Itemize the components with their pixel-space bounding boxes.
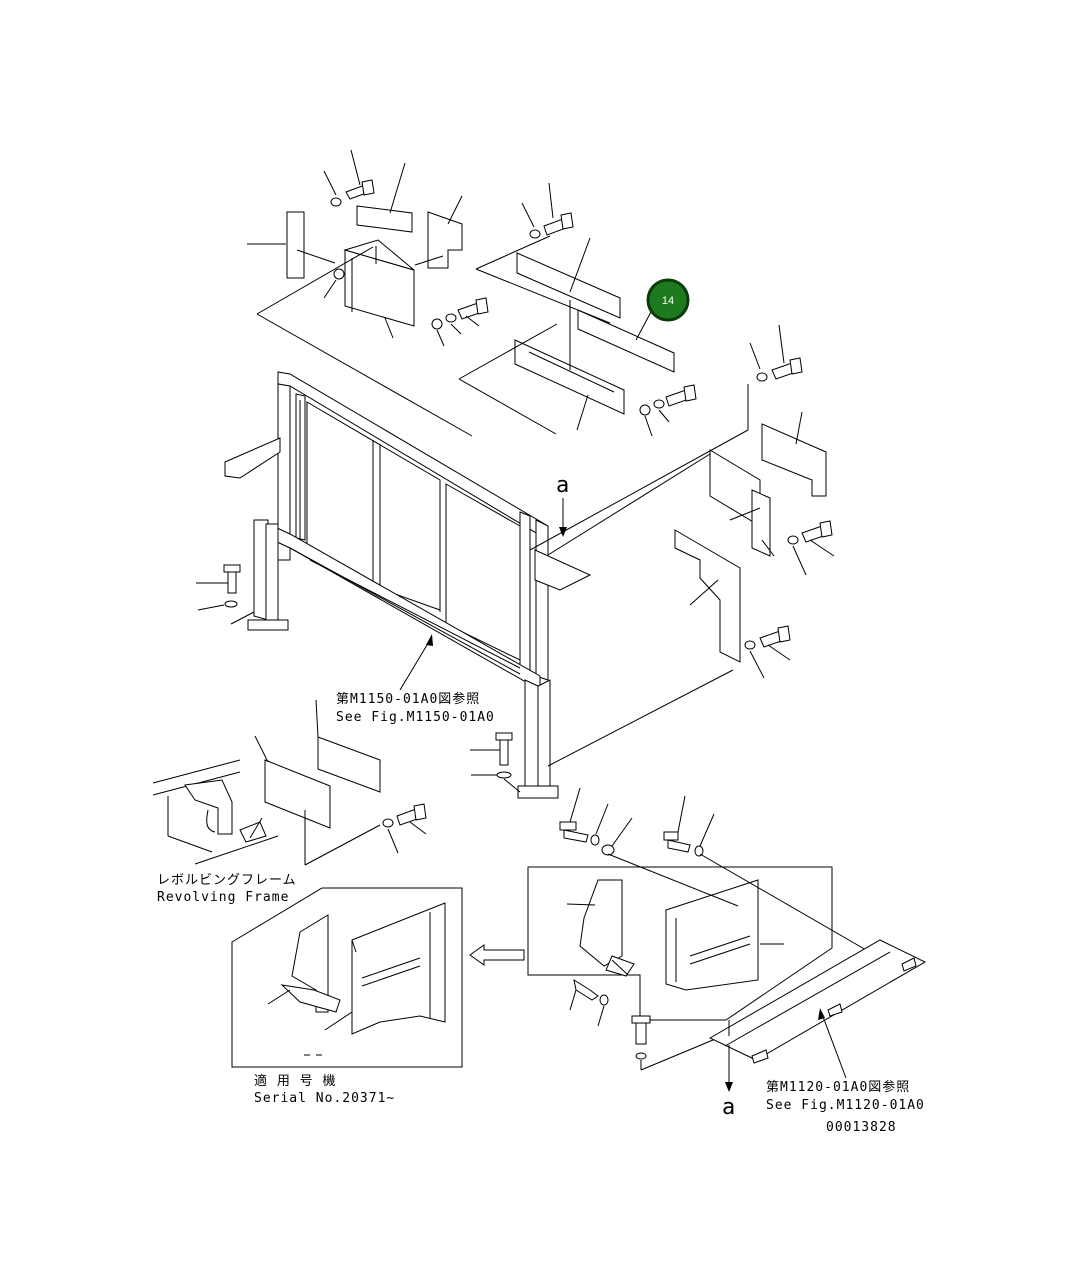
frame-reference: 第M1150-01A0図参照 See Fig.M1150-01A0 (336, 634, 495, 725)
cover-ref-en: See Fig.M1120-01A0 (766, 1098, 925, 1113)
frame-ref-en: See Fig.M1150-01A0 (336, 710, 495, 725)
right-inset-box (527, 866, 833, 1021)
top-left-spacer-group (247, 149, 489, 437)
top-center-spacer-group (458, 182, 697, 437)
serial-en: Serial No.20371~ (254, 1091, 395, 1106)
revolving-frame-jp: レボルビングフレーム (157, 873, 297, 888)
marker-a-label: a (556, 473, 569, 498)
left-leg-bolts (196, 564, 255, 625)
bottom-bolts (559, 787, 881, 1071)
marker-a-top: a (556, 473, 569, 537)
serial-inset-box: 適 用 号 機 Serial No.20371~ (231, 887, 463, 1106)
cover-ref-jp: 第M1120-01A0図参照 (766, 1079, 910, 1095)
hollow-arrow (469, 944, 525, 966)
badge-number: 14 (662, 295, 674, 307)
right-side-plates (529, 324, 835, 767)
drawing-number: 00013828 (826, 1120, 897, 1135)
frame-ref-jp: 第M1150-01A0図参照 (336, 691, 480, 707)
revolving-frame-en: Revolving Frame (157, 890, 289, 905)
right-leg-bolts (470, 732, 521, 793)
left-lower-plates: レボルビングフレーム Revolving Frame (152, 699, 427, 905)
part-number-badge[interactable]: 14 (646, 278, 690, 322)
bottom-cover-plate: a 第M1120-01A0図参照 See Fig.M1120-01A0 (708, 939, 927, 1120)
main-frame (224, 371, 592, 799)
serial-jp: 適 用 号 機 (254, 1073, 336, 1089)
marker-a-bottom: a (722, 1095, 735, 1120)
